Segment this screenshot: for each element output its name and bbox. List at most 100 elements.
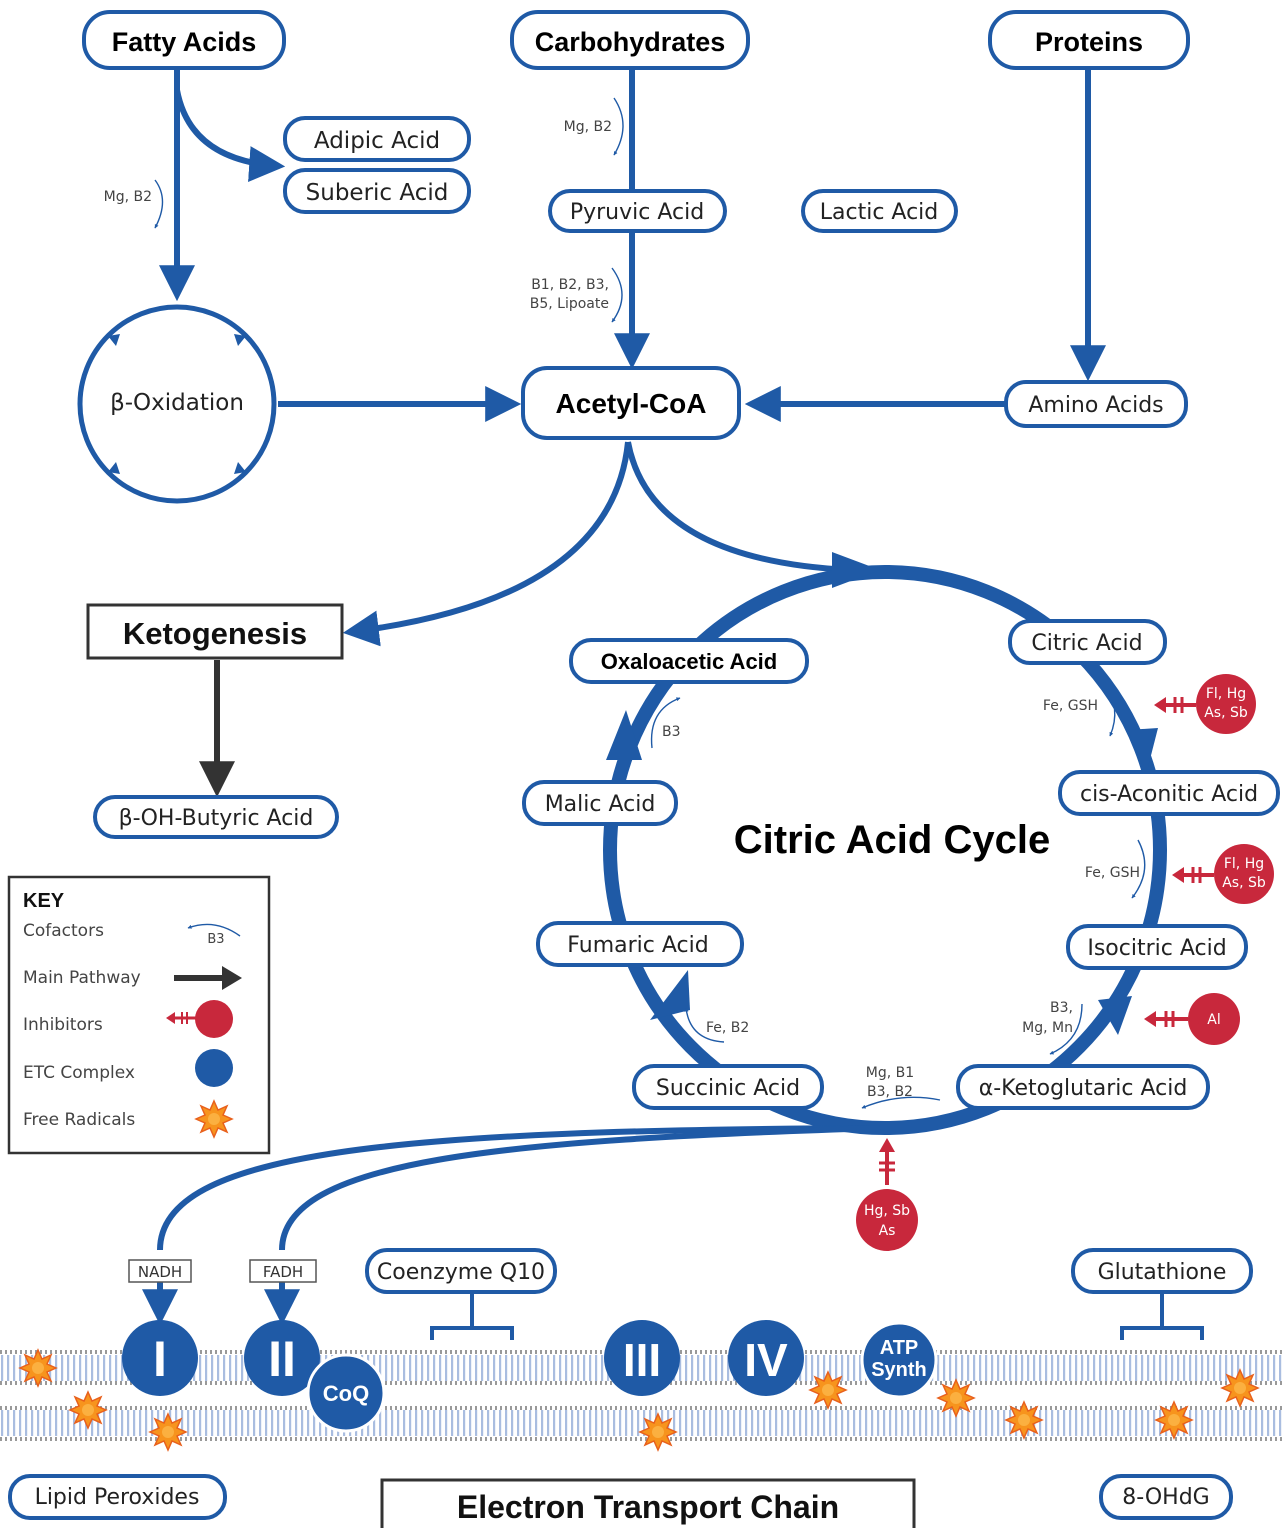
inhibitor-3: Al — [1144, 993, 1240, 1045]
etc-title-box: Electron Transport Chain — [380, 1478, 916, 1528]
fadh-tag: FADH — [249, 1259, 317, 1283]
cofactor-label: Fe, GSH — [1085, 865, 1140, 881]
complex-2[interactable]: II — [244, 1320, 320, 1396]
complex-3[interactable]: III — [604, 1320, 680, 1396]
isocitric-acid-label: Isocitric Acid — [1087, 936, 1226, 961]
svg-text:IV: IV — [744, 1334, 788, 1386]
suberic-acid-node[interactable]: Suberic Acid — [283, 168, 471, 214]
etc-complex-icon — [195, 1049, 233, 1087]
cofactor-label: Fe, B2 — [706, 1020, 749, 1036]
malic-acid-label: Malic Acid — [545, 792, 656, 817]
free-radical-icon — [1005, 1401, 1043, 1439]
proteins-label: Proteins — [1035, 27, 1143, 57]
cofactor-arrows — [154, 97, 1146, 1109]
cofactor-label: Mg, Mn — [1022, 1020, 1073, 1036]
succinic-acid-label: Succinic Acid — [656, 1076, 800, 1101]
coenzyme-q10-node[interactable]: Coenzyme Q10 — [365, 1248, 557, 1340]
alpha-ketoglutaric-acid-node[interactable]: α-Ketoglutaric Acid — [956, 1064, 1210, 1110]
free-radical-icon — [69, 1391, 107, 1429]
cofactor-arrow-icon — [187, 923, 241, 937]
inhibitor-4: Hg, Sb As — [856, 1138, 918, 1251]
pyruvic-acid-node[interactable]: Pyruvic Acid — [548, 189, 727, 233]
proteins-node[interactable]: Proteins — [988, 10, 1190, 70]
etc-arrows — [142, 1125, 881, 1326]
fumaric-acid-label: Fumaric Acid — [567, 933, 708, 958]
inhibitor-label: Fl, Hg — [1206, 686, 1246, 702]
coenzyme-q10-label: Coenzyme Q10 — [377, 1260, 545, 1285]
lactic-acid-label: Lactic Acid — [820, 200, 939, 225]
fumaric-acid-node[interactable]: Fumaric Acid — [536, 921, 744, 967]
beta-oh-butyric-label: β-OH-Butyric Acid — [119, 806, 314, 831]
beta-oxidation-label: β-Oxidation — [110, 390, 244, 416]
key-legend: KEY Cofactors B3 Main Pathway Inhibitors… — [7, 875, 271, 1155]
alpha-ketoglutaric-acid-label: α-Ketoglutaric Acid — [979, 1076, 1188, 1101]
cofactor-label: Fe, GSH — [1043, 698, 1098, 714]
cis-aconitic-acid-node[interactable]: cis-Aconitic Acid — [1058, 770, 1280, 816]
inhibitor-label: Hg, Sb — [864, 1203, 910, 1219]
nadh-tag: NADH — [128, 1259, 192, 1283]
lipid-peroxides-label: Lipid Peroxides — [35, 1485, 200, 1510]
complex-4[interactable]: IV — [728, 1320, 804, 1396]
free-radical-icon — [1155, 1401, 1193, 1439]
cofactor-label: B1, B2, B3, — [531, 277, 609, 293]
free-radical-icon — [809, 1371, 847, 1409]
key-cofactors-label: Cofactors — [23, 921, 104, 941]
succinic-acid-node[interactable]: Succinic Acid — [632, 1064, 824, 1110]
acetyl-coa-label: Acetyl-CoA — [556, 388, 707, 419]
complex-1[interactable]: I — [122, 1320, 198, 1396]
fatty-acids-node[interactable]: Fatty Acids — [82, 10, 286, 70]
lactic-acid-node[interactable]: Lactic Acid — [801, 189, 958, 233]
glutathione-node[interactable]: Glutathione — [1071, 1248, 1253, 1340]
oxaloacetic-acid-node[interactable]: Oxaloacetic Acid — [569, 638, 809, 684]
atp-synthase[interactable]: ATP Synth — [860, 1321, 938, 1399]
carbohydrates-node[interactable]: Carbohydrates — [510, 10, 750, 70]
malic-acid-node[interactable]: Malic Acid — [522, 780, 678, 826]
key-free-radicals-label: Free Radicals — [23, 1110, 135, 1130]
key-title: KEY — [23, 890, 65, 912]
free-radical-icon — [195, 1100, 233, 1138]
cofactor-label: Mg, B2 — [104, 189, 152, 205]
beta-oh-butyric-node[interactable]: β-OH-Butyric Acid — [93, 795, 339, 839]
cofactor-label: Mg, B2 — [564, 119, 612, 135]
key-main-pathway-label: Main Pathway — [23, 968, 141, 988]
etc-title: Electron Transport Chain — [457, 1489, 839, 1525]
ketogenesis-node[interactable]: Ketogenesis — [86, 603, 344, 660]
cycle-title: Citric Acid Cycle — [734, 818, 1050, 862]
svg-text:FADH: FADH — [263, 1263, 303, 1281]
cofactor-label: B3, — [1050, 1000, 1073, 1016]
ohdg-node[interactable]: 8-OHdG — [1099, 1474, 1233, 1520]
adipic-acid-node[interactable]: Adipic Acid — [283, 116, 471, 162]
inhibitor-label: As — [879, 1223, 896, 1239]
free-radical-icon — [1221, 1369, 1259, 1407]
cis-aconitic-acid-label: cis-Aconitic Acid — [1080, 782, 1258, 807]
adipic-acid-label: Adipic Acid — [314, 128, 440, 154]
coq-complex[interactable]: CoQ — [306, 1353, 386, 1433]
free-radical-icon — [639, 1413, 677, 1451]
glutathione-label: Glutathione — [1098, 1260, 1227, 1285]
lipid-peroxides-node[interactable]: Lipid Peroxides — [8, 1474, 227, 1520]
fatty-acids-label: Fatty Acids — [112, 27, 257, 57]
oxaloacetic-acid-label: Oxaloacetic Acid — [601, 649, 777, 674]
main-arrows — [159, 68, 1106, 647]
svg-text:CoQ: CoQ — [323, 1381, 369, 1406]
key-cofactor-sample: B3 — [207, 932, 224, 947]
beta-oxidation-cycle — [77, 304, 277, 504]
amino-acids-node[interactable]: Amino Acids — [1004, 380, 1188, 428]
inhibitor-label: Fl, Hg — [1224, 856, 1264, 872]
ohdg-label: 8-OHdG — [1122, 1485, 1209, 1510]
svg-text:Synth: Synth — [871, 1359, 927, 1381]
free-radical-icon — [149, 1413, 187, 1451]
cofactor-label: B3, B2 — [867, 1084, 913, 1100]
cofactor-label: B5, Lipoate — [530, 296, 609, 312]
citric-acid-label: Citric Acid — [1031, 631, 1142, 656]
inhibitor-label: Al — [1207, 1012, 1220, 1028]
inhibitor-icon — [166, 1000, 233, 1038]
inhibitor-label: As, Sb — [1222, 875, 1266, 891]
citric-acid-node[interactable]: Citric Acid — [1008, 619, 1167, 665]
inhibitor-1: Fl, Hg As, Sb — [1154, 674, 1256, 734]
amino-acids-label: Amino Acids — [1028, 393, 1163, 418]
isocitric-acid-node[interactable]: Isocitric Acid — [1066, 924, 1248, 970]
acetyl-coa-node[interactable]: Acetyl-CoA — [521, 366, 741, 440]
key-inhibitors-label: Inhibitors — [23, 1015, 103, 1035]
